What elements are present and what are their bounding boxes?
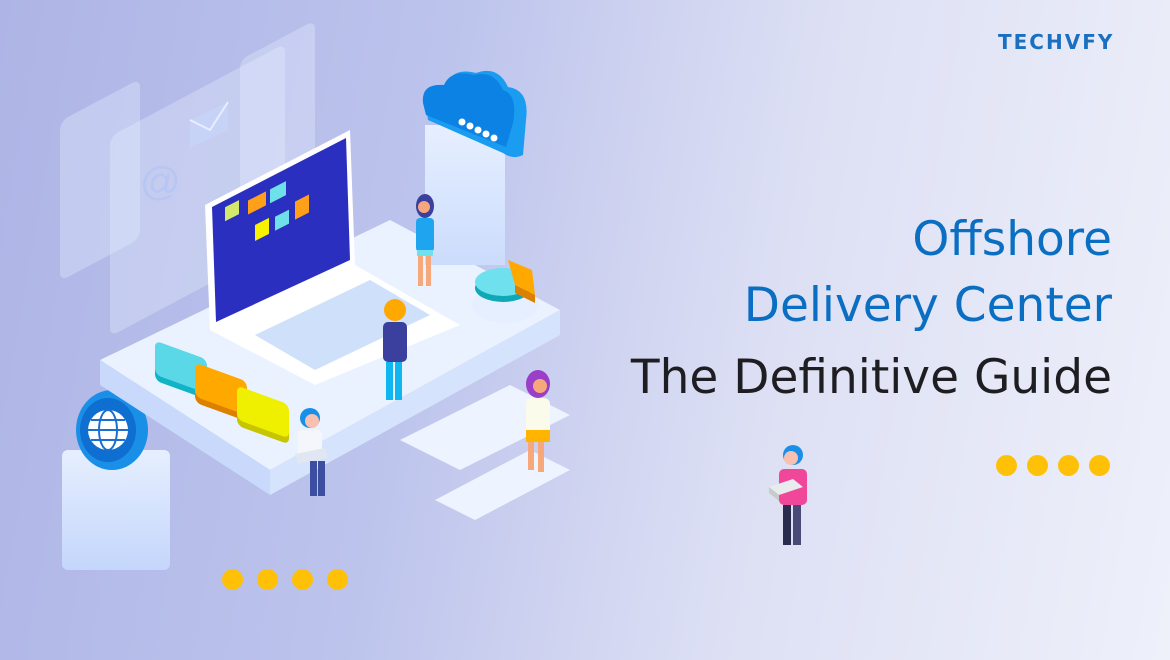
woman-walking bbox=[526, 370, 550, 472]
decorative-dot bbox=[257, 569, 278, 590]
globe-pedestal bbox=[62, 450, 170, 570]
man-carrying-box bbox=[769, 445, 807, 545]
headline-line-1: Offshore bbox=[912, 212, 1112, 267]
laptop-icon bbox=[205, 130, 460, 385]
cloud-icon bbox=[422, 70, 527, 158]
decorative-dot bbox=[327, 569, 348, 590]
woman-standing bbox=[416, 194, 434, 286]
decorative-dot bbox=[1027, 455, 1048, 476]
globe-icon bbox=[76, 390, 148, 470]
pie-chart-icon bbox=[472, 260, 538, 323]
decorative-dot bbox=[1089, 455, 1110, 476]
man-at-laptop bbox=[383, 299, 407, 400]
brand-logo[interactable]: TECHVFY bbox=[998, 30, 1115, 54]
decorative-dot bbox=[222, 569, 243, 590]
at-sign-icon: @ bbox=[140, 160, 181, 204]
decorative-dot bbox=[1058, 455, 1079, 476]
headline-line-3: The Definitive Guide bbox=[630, 350, 1112, 405]
headline-line-2: Delivery Center bbox=[743, 278, 1112, 333]
email-icon bbox=[189, 101, 229, 148]
man-with-laptop-sitting bbox=[295, 408, 328, 496]
decorative-dot bbox=[996, 455, 1017, 476]
cloud-pedestal bbox=[425, 125, 505, 265]
decorative-dot bbox=[292, 569, 313, 590]
